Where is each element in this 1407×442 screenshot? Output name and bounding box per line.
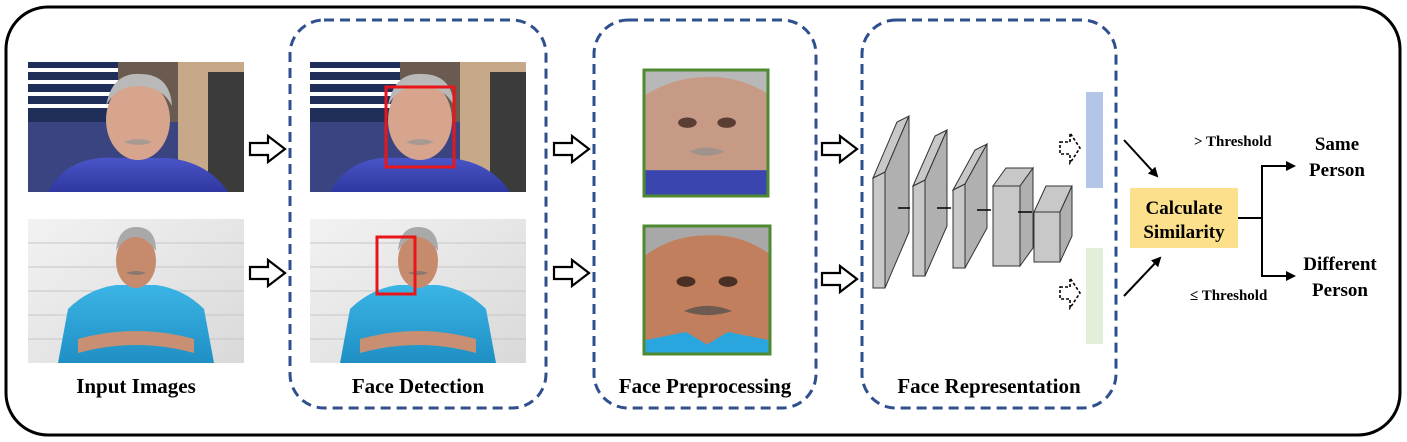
hollow-arrow-icon <box>248 258 287 288</box>
detection-photo-top <box>310 62 526 192</box>
crop-photo-top <box>644 71 768 195</box>
outcome-different-line2: Person <box>1312 280 1368 301</box>
crop-border-top <box>642 68 770 198</box>
embedding-vector-bottom <box>1086 248 1103 344</box>
outcome-same-line2: Person <box>1309 160 1365 181</box>
outcome-same-line1: Same <box>1315 134 1359 155</box>
stage-label-detection: Face Detection <box>352 374 485 398</box>
dashed-arrow-icon <box>1059 132 1081 164</box>
crop-border-bottom <box>642 224 772 356</box>
face-box-top <box>384 85 456 169</box>
hollow-arrow-icon <box>820 134 859 164</box>
threshold-below-label: ≤ Threshold <box>1190 288 1268 304</box>
hollow-arrow-icon <box>248 134 287 164</box>
similarity-box <box>1130 188 1238 248</box>
threshold-above-label: > Threshold <box>1194 134 1272 150</box>
arrow-to-similarity-bottom <box>1123 256 1162 297</box>
similarity-label-line1: Calculate <box>1145 198 1222 219</box>
hollow-arrow-icon <box>820 264 859 294</box>
arrow-to-similarity-top <box>1123 139 1159 178</box>
stage-box-detection <box>288 18 548 410</box>
crop-photo-bottom <box>644 227 770 353</box>
input-photo-bottom <box>28 219 244 363</box>
dashed-arrow-icon <box>1059 277 1081 309</box>
stage-label-preprocessing: Face Preprocessing <box>619 374 792 398</box>
hollow-arrow-icon <box>552 258 591 288</box>
face-box-bottom <box>375 235 417 296</box>
cnn-network <box>872 114 1073 289</box>
stage-box-preprocessing <box>592 18 818 410</box>
stage-label-representation: Face Representation <box>897 374 1081 398</box>
embedding-vector-top <box>1086 92 1103 188</box>
hollow-arrow-icon <box>552 134 591 164</box>
similarity-label-line2: Similarity <box>1143 222 1225 243</box>
outer-frame <box>4 5 1402 437</box>
outcome-different-line1: Different <box>1303 254 1377 275</box>
stage-label-input: Input Images <box>76 374 196 398</box>
decision-branches <box>1238 161 1296 281</box>
input-photo-top <box>28 62 244 192</box>
stage-box-representation <box>860 18 1118 410</box>
detection-photo-bottom <box>310 219 526 363</box>
